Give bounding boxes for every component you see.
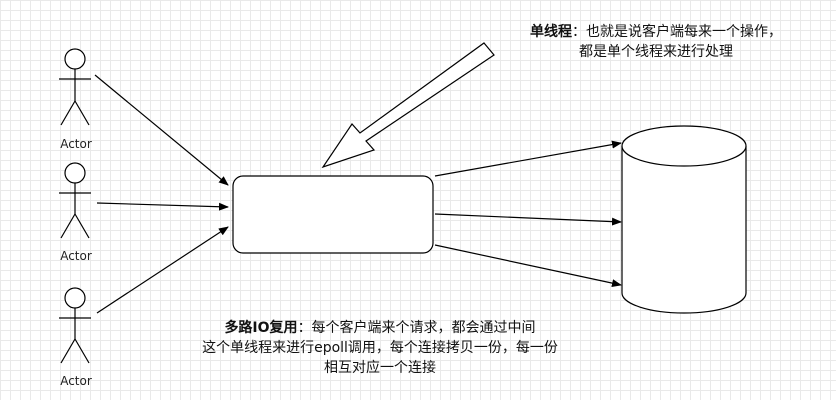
arrow-actor3-to-thread (96, 226, 229, 314)
actor-1-label: Actor (60, 137, 92, 151)
actor-3[interactable] (59, 287, 91, 364)
single-thread-title: 单线程 (530, 24, 572, 40)
arrow-thread-to-db-1 (434, 140, 622, 177)
io-multiplexing-line2: 这个单线程来进行epoll调用，每个连接拷贝一份，每一份 (202, 340, 558, 356)
arrow-actor1-to-thread (94, 74, 229, 186)
actor-3-label: Actor (60, 374, 92, 388)
io-multiplexing-note: 多路IO复用：每个客户端来个请求，都会通过中间 这个单线程来进行epoll调用，… (140, 318, 620, 378)
arrow-thread-to-db-3 (434, 244, 622, 288)
io-multiplexing-line1: ：每个客户端来个请求，都会通过中间 (297, 320, 536, 336)
database-cylinder[interactable] (621, 125, 747, 314)
pointer-arrow (321, 42, 495, 169)
single-thread-line2: 都是单个线程来进行处理 (579, 44, 733, 60)
arrow-actor2-to-thread (96, 202, 229, 211)
single-thread-note: 单线程：也就是说客户端每来一个操作， 都是单个线程来进行处理 (476, 22, 836, 62)
io-multiplexing-line3: 相互对应一个连接 (324, 360, 436, 376)
io-multiplexing-title: 多路IO复用 (224, 320, 298, 336)
actor-2-label: Actor (60, 249, 92, 263)
actor-1[interactable] (59, 48, 91, 126)
single-thread-line1: ：也就是说客户端每来一个操作， (572, 24, 782, 40)
actor-2[interactable] (59, 162, 91, 239)
arrow-thread-to-db-2 (434, 213, 622, 226)
single-thread-box[interactable] (232, 175, 434, 254)
